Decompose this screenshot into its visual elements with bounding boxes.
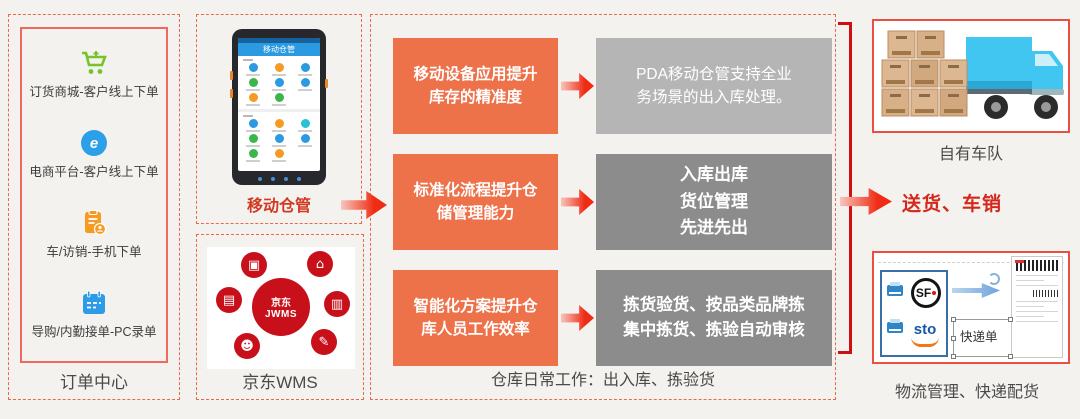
ecommerce-icon: e xyxy=(80,130,107,156)
flow-arrow-icon xyxy=(561,189,594,215)
phone-nav-bar xyxy=(232,177,326,181)
flow-arrow-icon xyxy=(561,305,594,331)
bracket-line xyxy=(838,351,852,354)
jd-wms-hub: 京东 JWMS xyxy=(252,278,310,336)
warehouse-work-caption: 仓库日常工作：出入库、拣验货 xyxy=(490,372,715,389)
flow-arrow-icon xyxy=(561,73,594,99)
result-box: PDA移动仓管支持全业 务场景的出入库处理。 xyxy=(596,38,832,134)
sto-logo-text: sto xyxy=(913,320,937,338)
list-item: 车/访销-手机下单 xyxy=(46,210,142,260)
scanner-icon: ▤ xyxy=(216,287,242,313)
bracket-line xyxy=(849,22,852,354)
order-channel-label: 电商平台-客户线上下单 xyxy=(29,165,159,179)
connector-handle xyxy=(1008,354,1013,359)
waybill-red-tag xyxy=(1015,260,1024,263)
order-channel-label: 车/访销-手机下单 xyxy=(46,245,142,259)
sf-express-logo: SF xyxy=(911,278,941,308)
jd-wms-illustration: 京东 JWMS ▣ ⌂ ▤ ▥ ☻ ✎ xyxy=(207,247,355,369)
calendar-icon xyxy=(82,290,105,314)
order-center-caption: 订单中心 xyxy=(60,373,128,392)
phone-status-bar xyxy=(238,38,320,43)
print-flow-arrow-icon xyxy=(952,283,1000,298)
order-center-inner-box: 订货商城-客户线上下单 e 电商平台-客户线上下单 车/访销-手机下单 xyxy=(20,27,168,363)
order-channel-label: 订货商城-客户线上下单 xyxy=(29,85,159,99)
list-item: e 电商平台-客户线上下单 xyxy=(29,130,159,180)
courier-partners-box: SF sto xyxy=(880,270,948,357)
capability-box: 移动设备应用提升 库存的精准度 xyxy=(393,38,558,134)
connector-handle xyxy=(951,317,956,322)
team-icon: ☻ xyxy=(234,333,260,359)
list-item: 导购/内勤接单-PC录单 xyxy=(31,290,157,340)
connector-handle xyxy=(951,336,956,341)
courier-note-label: 快递单 xyxy=(958,326,1000,345)
jd-wms-panel: 京东 JWMS ▣ ⌂ ▤ ▥ ☻ ✎ 京东WMS xyxy=(196,234,364,400)
phone-side-button xyxy=(230,89,233,98)
pda-phone-illustration: 移动仓管 xyxy=(230,29,328,185)
mobile-pda-caption: 移动仓管 xyxy=(246,198,311,215)
connector-handle xyxy=(1008,317,1013,322)
result-box: 拣货验货、按品类品牌拣 集中拣货、拣验自动审核 xyxy=(596,270,832,366)
cart-icon xyxy=(81,51,107,74)
phone-screen: 移动仓管 xyxy=(238,38,320,171)
bracket-line xyxy=(838,22,852,25)
guide-line xyxy=(878,262,1064,263)
phone-side-button xyxy=(230,71,233,80)
own-fleet-caption: 自有车队 xyxy=(938,146,1003,163)
phone-section-label xyxy=(243,59,253,61)
sf-red-dot xyxy=(932,291,937,295)
barcode xyxy=(1032,290,1058,297)
sto-swoosh xyxy=(911,337,939,347)
own-fleet-image xyxy=(872,19,1070,133)
phone-side-button xyxy=(325,79,328,88)
logistics-caption: 物流管理、快递配货 xyxy=(894,384,1039,401)
connector-line xyxy=(953,356,1011,357)
package-icon: ▣ xyxy=(241,252,267,278)
barcode xyxy=(1016,260,1058,271)
waybill-image xyxy=(1011,256,1063,358)
result-box: 入库出库 货位管理 先进先出 xyxy=(596,154,832,250)
order-clipboard-icon xyxy=(84,210,107,236)
connector-line xyxy=(953,319,1011,320)
printer-icon xyxy=(887,282,903,296)
warehouse-icon: ⌂ xyxy=(307,251,333,277)
list-item: 订货商城-客户线上下单 xyxy=(29,50,159,100)
phone-section-label xyxy=(243,115,253,117)
truck-boxes-illustration xyxy=(881,30,1064,119)
logistics-image: SF sto 快递单 xyxy=(872,251,1070,364)
truck-icon: ▥ xyxy=(324,291,350,317)
capability-box: 智能化方案提升仓 库人员工作效率 xyxy=(393,270,558,366)
hub-label: 京东 xyxy=(271,298,291,309)
order-channel-label: 导购/内勤接单-PC录单 xyxy=(31,325,157,339)
capability-box: 标准化流程提升仓 储管理能力 xyxy=(393,154,558,250)
sto-express-logo: sto xyxy=(908,318,942,350)
checklist-icon: ✎ xyxy=(311,329,337,355)
jd-wms-caption: 京东WMS xyxy=(242,373,318,392)
phone-app-title: 移动仓管 xyxy=(238,43,320,56)
flow-arrow-icon xyxy=(840,188,892,215)
delivery-mode-label: 送货、车销 xyxy=(902,194,1003,215)
connector-handle xyxy=(951,354,956,359)
warehouse-work-panel: 移动设备应用提升 库存的精准度 PDA移动仓管支持全业 务场景的出入库处理。 标… xyxy=(370,14,836,400)
order-center-panel: 订货商城-客户线上下单 e 电商平台-客户线上下单 车/访销-手机下单 xyxy=(8,14,180,400)
refresh-icon xyxy=(988,273,1000,285)
hub-label: JWMS xyxy=(265,309,297,320)
printer-icon xyxy=(887,319,903,333)
sf-logo-text: SF xyxy=(915,286,932,300)
mobile-pda-panel: 移动仓管 移动仓管 xyxy=(196,14,362,224)
